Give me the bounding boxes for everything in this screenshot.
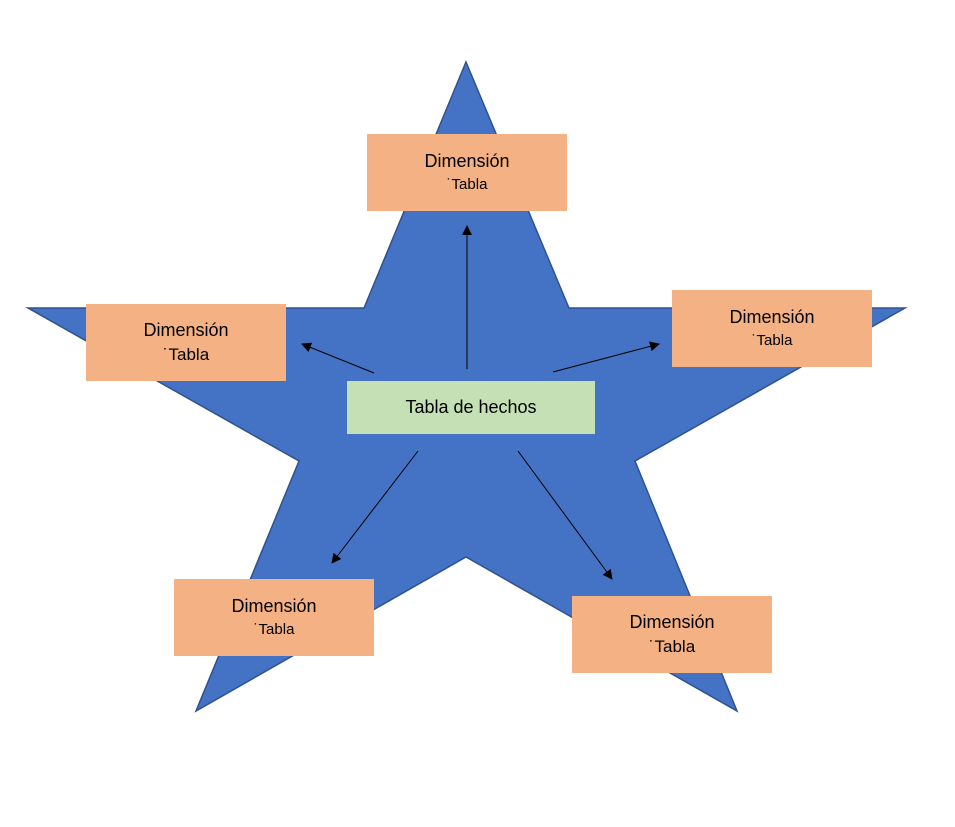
dimension-title: Dimensión [424,151,510,172]
fact-table-box: Tabla de hechos [347,381,595,434]
dimension-box-top: Dimensión ˙Tabla [367,134,567,211]
dimension-subtitle: ˙Tabla [162,345,210,365]
arrow-to-bottom-left [331,450,419,564]
arrow-to-bottom-right [517,450,613,580]
dimension-title: Dimensión [143,319,229,340]
arrow-to-right [552,341,660,373]
dimension-box-bottom-right: Dimensión ˙Tabla [572,596,772,673]
dimension-subtitle: ˙Tabla [751,332,793,350]
dimension-title: Dimensión [729,307,815,328]
dimension-subtitle: ˙Tabla [446,176,488,194]
arrow-to-left [301,342,375,374]
dimension-subtitle: ˙Tabla [648,637,696,657]
dimension-box-left: Dimensión ˙Tabla [86,304,286,381]
fact-table-label: Tabla de hechos [405,396,537,417]
dimension-subtitle: ˙Tabla [253,621,295,639]
dimension-box-bottom-left: Dimensión ˙Tabla [174,579,374,656]
dimension-box-right: Dimensión ˙Tabla [672,290,872,367]
dimension-title: Dimensión [629,611,715,632]
dimension-title: Dimensión [231,596,317,617]
